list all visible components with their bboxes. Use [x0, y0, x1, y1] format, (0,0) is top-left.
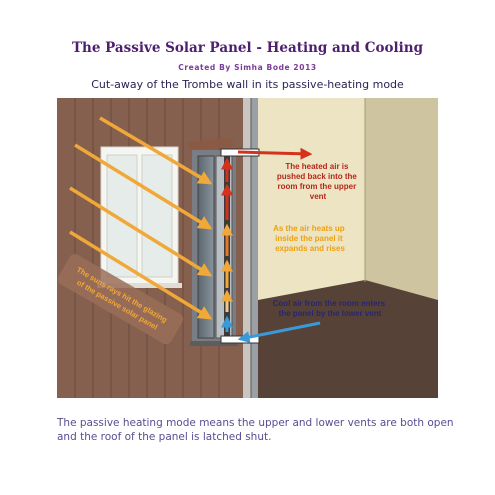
cool-air-arrow	[237, 321, 321, 344]
room-floor	[258, 280, 438, 398]
heated-air-label: The heated air is pushed back into the r…	[277, 162, 359, 201]
footer-description: The passive heating mode means the upper…	[57, 417, 454, 443]
solar-panel	[186, 138, 238, 346]
sun-rays	[69, 116, 213, 320]
page-title: The Passive Solar Panel - Heating and Co…	[71, 40, 424, 56]
wall-section	[243, 98, 251, 398]
heated-air-arrow	[237, 147, 313, 160]
cool-air-label: Cool air from the room enters the panel …	[273, 299, 388, 318]
diagram-caption: Cut-away of the Trombe wall in its passi…	[91, 78, 404, 91]
page-subtitle: Created By Simha Bode 2013	[178, 63, 317, 72]
air-heats-label: As the air heats up inside the panel it …	[273, 224, 347, 253]
